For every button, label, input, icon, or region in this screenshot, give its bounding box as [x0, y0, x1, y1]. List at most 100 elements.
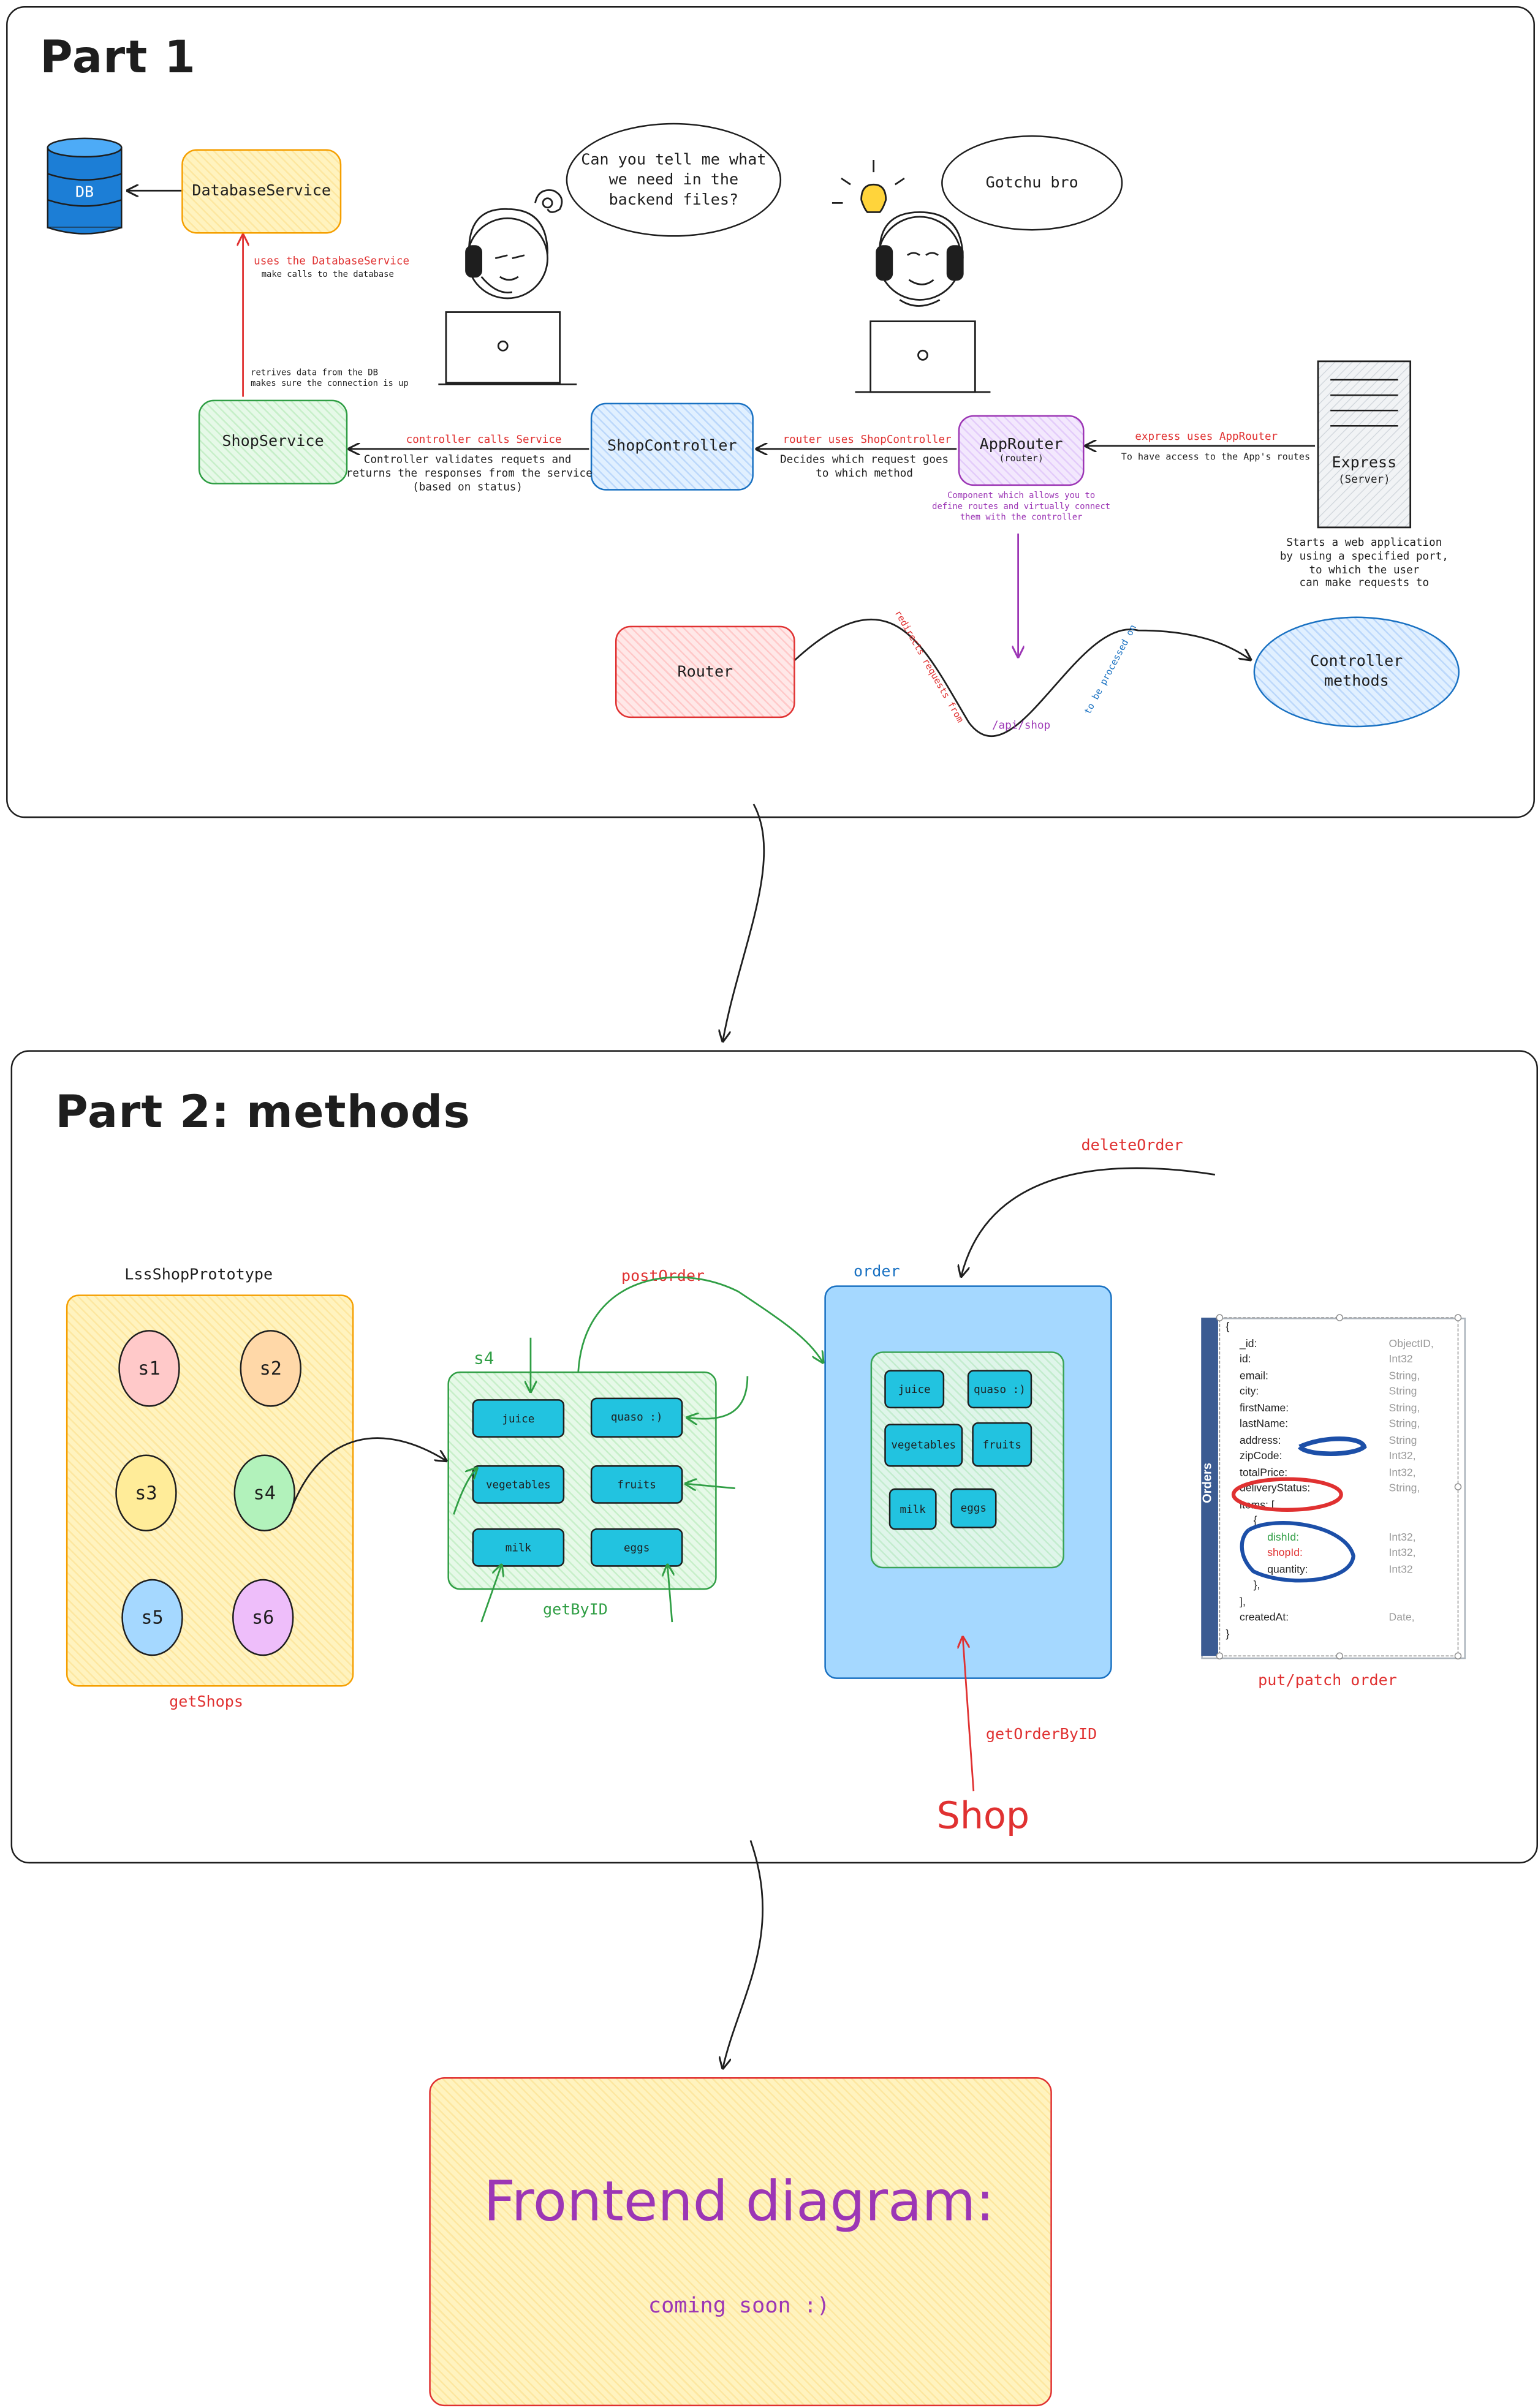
schema-field-type: String,: [1388, 1419, 1420, 1430]
schema-field-name: dishId:: [1267, 1532, 1300, 1543]
server-icon: [1317, 360, 1412, 529]
shop-egg-s5: s5: [121, 1579, 183, 1656]
s4-item-eggs: eggs: [590, 1528, 683, 1567]
schema-field-name: },: [1253, 1580, 1260, 1591]
schema-field-name: ],: [1240, 1596, 1246, 1608]
prototype-label: LssShopPrototype: [124, 1267, 273, 1284]
shop-egg-s1: s1: [118, 1330, 180, 1407]
db-label: DB: [75, 184, 94, 202]
express-sub: (Server): [1338, 474, 1390, 486]
prototype-box: [66, 1294, 354, 1687]
component-line1: Component which allows you to: [947, 492, 1096, 502]
component-line2: define routes and virtually connect: [932, 502, 1111, 512]
s4-item-milk: milk: [472, 1528, 565, 1567]
schema-field-type: String: [1388, 1435, 1417, 1446]
starts-line2: by using a specified port,: [1279, 549, 1449, 563]
frontend-title: Frontend diagram:: [483, 2171, 994, 2235]
schema-field-name: shopId:: [1267, 1548, 1303, 1560]
s4-item-juice: juice: [472, 1399, 565, 1438]
router-node: Router: [615, 625, 795, 719]
make-calls-label: make calls to the database: [261, 270, 394, 280]
schema-field-name: }: [1225, 1629, 1230, 1640]
post-order-label: postOrder: [621, 1268, 705, 1286]
express-label: Express (Server): [1318, 453, 1411, 487]
s4-item-quaso: quaso :): [590, 1397, 683, 1438]
arrow-part1-to-part2: [723, 804, 765, 1041]
decides-line1: Decides which request goes: [780, 453, 949, 466]
selection-handles: [1216, 1314, 1462, 1660]
schema-field-type: Int32,: [1388, 1467, 1416, 1479]
retrives-label: retrives data from the DB makes sure the…: [251, 369, 409, 390]
schema-field-name: id:: [1240, 1354, 1251, 1365]
question-bubble: Can you tell me what we need in the back…: [566, 123, 782, 237]
app-router-sub: (router): [999, 453, 1044, 465]
schema-field-name: zipCode:: [1240, 1451, 1282, 1463]
schema-field-name: createdAt:: [1240, 1612, 1289, 1624]
app-router-node: AppRouter (router): [958, 415, 1085, 486]
schema-field-name: email:: [1240, 1370, 1268, 1382]
schema-field-type: Int32: [1388, 1564, 1413, 1576]
validates-line2: returns the responses from the service: [346, 467, 593, 480]
order-item-vegetables: vegetables: [884, 1424, 963, 1467]
validates-label: Controller validates requets and returns…: [346, 453, 593, 494]
schema-field-type: Int32,: [1388, 1548, 1416, 1560]
component-label: Component which allows you to define rou…: [932, 492, 1110, 524]
database-service-node: DatabaseService: [181, 149, 342, 234]
pointer-arrow-3: [453, 1468, 477, 1515]
answer-bubble: Gotchu bro: [941, 135, 1123, 231]
schema-field-type: String,: [1388, 1484, 1420, 1495]
pointer-arrow-4: [686, 1484, 735, 1489]
uses-dbservice-label: uses the DatabaseService: [254, 255, 410, 268]
validates-line3: (based on status): [412, 480, 523, 493]
arrow-router-to-methods: [791, 619, 1251, 737]
pointer-arrow-2: [688, 1376, 749, 1419]
blue-scribble: [1298, 1436, 1367, 1456]
delete-order-label: deleteOrder: [1081, 1138, 1183, 1155]
retrives-line2: makes sure the connection is up: [251, 379, 409, 389]
router-uses-label: router uses ShopController: [782, 433, 952, 446]
schema-field-type: Int32,: [1388, 1451, 1416, 1463]
schema-field-type: String,: [1388, 1370, 1420, 1382]
schema-field-type: Int32: [1388, 1354, 1413, 1365]
schema-field-name: {: [1225, 1322, 1230, 1334]
part1-title: Part 1: [40, 31, 196, 83]
database-icon: [47, 137, 123, 235]
arrow-delete-order: [961, 1167, 1216, 1276]
validates-line1: Controller validates requets and: [363, 453, 572, 466]
schema-field-name: deliveryStatus:: [1240, 1484, 1311, 1495]
get-shops-label: getShops: [169, 1694, 244, 1712]
order-item-eggs: eggs: [950, 1488, 997, 1528]
get-by-id-label: getByID: [543, 1602, 608, 1620]
arrow-part2-to-frontend: [723, 1840, 763, 2067]
shop-egg-s3: s3: [115, 1454, 177, 1531]
order-item-milk: milk: [888, 1488, 937, 1530]
selection-frame: [1219, 1317, 1459, 1657]
schema-field-type: String,: [1388, 1403, 1420, 1414]
question-line2: we need in the: [608, 171, 739, 189]
order-item-quaso: quaso :): [967, 1370, 1032, 1409]
question-line1: Can you tell me what: [581, 151, 767, 168]
starts-line4: can make requests to: [1299, 576, 1430, 589]
retrives-line1: retrives data from the DB: [251, 369, 378, 379]
schema-field-name: city:: [1240, 1387, 1259, 1398]
decides-line2: to which method: [816, 467, 913, 480]
decides-label: Decides which request goes to which meth…: [772, 453, 957, 480]
schema-field-type: Int32,: [1388, 1532, 1416, 1543]
s4-item-vegetables: vegetables: [472, 1465, 565, 1504]
controller-methods-line2: methods: [1324, 673, 1389, 690]
s4-item-fruits: fruits: [590, 1465, 683, 1504]
shop-label: Shop: [936, 1794, 1030, 1838]
pointer-arrow-5: [480, 1565, 502, 1623]
arrow-s4-to-box: [291, 1437, 446, 1508]
frontend-box: [429, 2077, 1052, 2407]
schema-field-name: {: [1253, 1515, 1257, 1527]
get-order-by-id-label: getOrderByID: [985, 1726, 1097, 1744]
red-highlight-circle: [1231, 1477, 1343, 1512]
starts-label: Starts a web application by using a spec…: [1279, 537, 1449, 591]
app-router-title: AppRouter: [979, 436, 1063, 454]
component-line3: them with the controller: [960, 513, 1083, 523]
pointer-arrow-6: [667, 1565, 672, 1623]
controller-methods-line1: Controller: [1310, 653, 1403, 671]
frontend-subtitle: coming soon :): [648, 2293, 830, 2319]
